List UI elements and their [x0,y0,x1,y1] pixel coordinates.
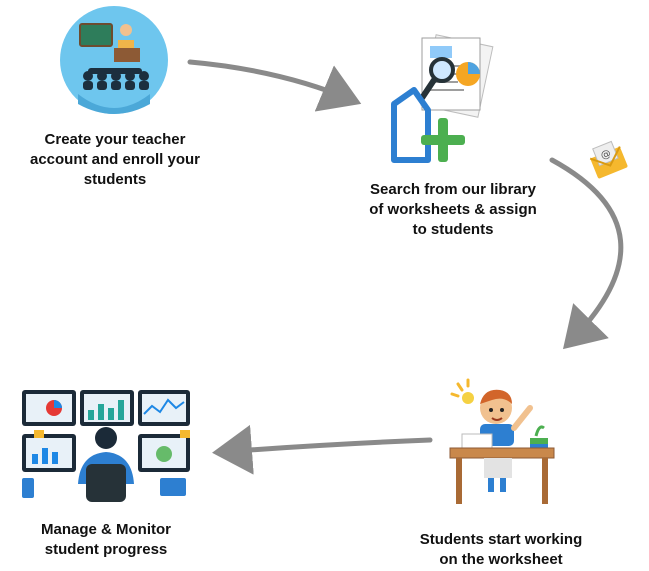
step-2-label: Search from our library of worksheets & … [369,181,537,238]
step-4-label: Manage & Monitor student progress [41,521,171,558]
arrow-step1-to-step2 [187,59,362,112]
arrow-step3-to-step4 [212,424,433,475]
teacher-classroom-icon [60,6,168,114]
step-3-label: Students start working on the worksheet [419,531,583,568]
arrow-step2-to-step3 [549,157,624,350]
worksheet-search-add-icon [391,34,494,163]
student-at-desk-icon [449,378,555,504]
svg-text:@: @ [599,148,612,162]
email-envelope-icon: @ [589,140,628,179]
step-1-label: Create your teacher account and enroll y… [29,131,201,188]
monitoring-screens-icon [22,390,190,502]
